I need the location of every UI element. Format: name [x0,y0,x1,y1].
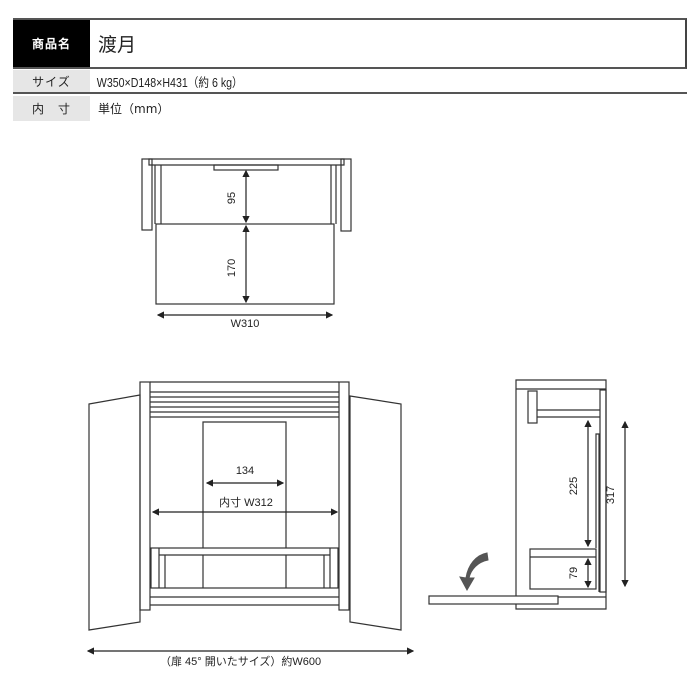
size-row: サイズ W350×D148×H431（約 6 kg） [13,70,687,94]
side-drawer-height-label: 79 [568,567,580,579]
center-panel [202,421,287,548]
size-label: サイズ [13,70,90,92]
drawer-width-label: W310 [231,318,260,330]
right-door [349,395,402,631]
lower-drawer-frame [150,547,339,589]
top-block [527,390,538,424]
drawer-top-bar [148,158,345,166]
unit-value: 単位（mm） [98,102,170,116]
inner-dimension-row: 内 寸 単位（mm） [13,96,687,121]
inner-dimension-label: 内 寸 [13,96,90,121]
size-value: W350×D148×H431（約 6 kg） [96,75,243,90]
drawer-lower-height-label: 170 [226,259,238,277]
back-panel [599,389,607,593]
inner-width-label: 内寸 W312 [219,495,273,509]
center-width-label: 134 [236,465,254,477]
drawer-diagram [141,158,352,319]
curved-arrow-icon [459,552,489,592]
drawer-front-panel [155,223,335,305]
left-pillar [139,381,151,611]
product-name-value: 渡月 [98,34,137,56]
drawer-left-side [141,158,153,231]
product-name-label: 商品名 [13,20,90,67]
right-pillar [338,381,350,611]
left-door [88,394,141,631]
lower-drawer-side [529,548,597,590]
side-total-height-label: 317 [605,486,617,504]
side-inner-height-label: 225 [568,477,580,495]
front-view-diagram [86,381,415,655]
open-door-flat [428,595,559,605]
drawer-handle [213,164,279,171]
side-view-diagram [428,379,629,610]
product-name-row: 商品名 渡月 [13,18,687,69]
drawer-right-side [340,158,352,232]
open-width-label: （扉 45° 開いたサイズ）約W600 [160,654,321,668]
drawer-upper-height-label: 95 [226,192,238,204]
